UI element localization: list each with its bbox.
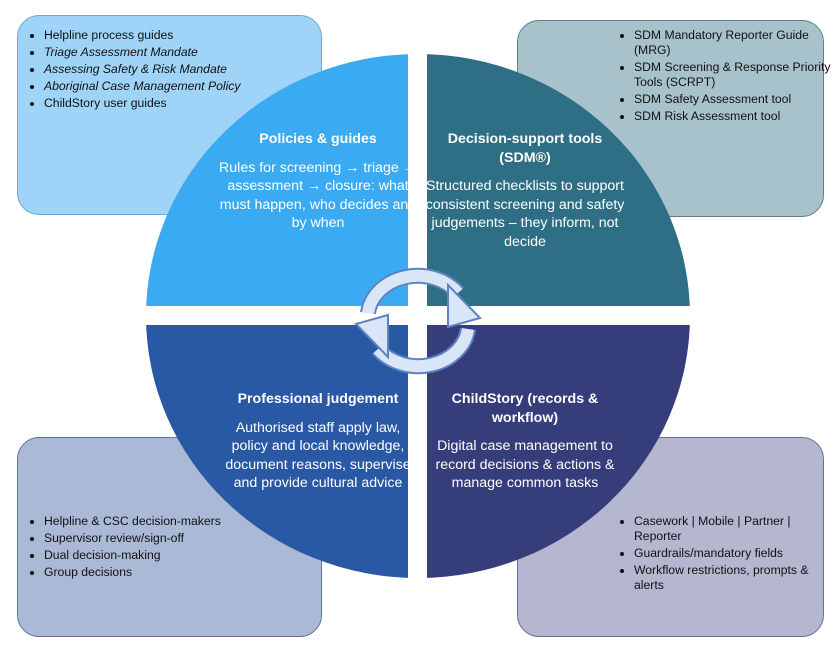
list-item: SDM Safety Assessment tool <box>634 92 834 107</box>
list-item: Group decisions <box>44 565 334 580</box>
judgement-roles-list: Helpline & CSC decision-makers Superviso… <box>28 514 334 582</box>
list-item: Supervisor review/sign-off <box>44 531 334 546</box>
sdm-tools-list: SDM Mandatory Reporter Guide (MRG) SDM S… <box>618 28 834 126</box>
policy-documents-list: Helpline process guides Triage Assessmen… <box>28 28 334 113</box>
childstory-text: ChildStory (records & workflow) Digital … <box>425 390 625 493</box>
list-item: Triage Assessment Mandate <box>44 45 334 60</box>
quadrant-policies <box>146 54 418 316</box>
list-item: Casework | Mobile | Partner | Reporter <box>634 514 834 544</box>
policies-body: Rules for screening → triage → assessmen… <box>219 159 417 232</box>
quadrant-childstory <box>418 316 690 578</box>
list-item: SDM Screening & Response Priority Tools … <box>634 60 834 90</box>
list-item: SDM Risk Assessment tool <box>634 109 834 124</box>
list-item: Assessing Safety & Risk Mandate <box>44 62 334 77</box>
professional-body: Authorised staff apply law, policy and l… <box>225 419 411 492</box>
professional-text: Professional judgement Authorised staff … <box>218 390 418 493</box>
list-item: Guardrails/mandatory fields <box>634 546 834 561</box>
list-item: Aboriginal Case Management Policy <box>44 79 334 94</box>
list-item: Dual decision-making <box>44 548 334 563</box>
decision-support-text: Decision-support tools (SDM®) Structured… <box>425 130 625 251</box>
childstory-body: Digital case management to record decisi… <box>435 438 615 491</box>
list-item: Helpline & CSC decision-makers <box>44 514 334 529</box>
list-item: SDM Mandatory Reporter Guide (MRG) <box>634 28 834 58</box>
childstory-title: ChildStory (records & workflow) <box>451 391 599 426</box>
list-item: Helpline process guides <box>44 28 334 43</box>
decision-support-title: Decision-support tools (SDM®) <box>447 131 603 166</box>
decision-support-body: Structured checklists to support consist… <box>425 178 625 250</box>
cycle-arrows-icon <box>354 267 482 375</box>
quadrant-professional <box>146 316 418 578</box>
list-item: Workflow restrictions, prompts & alerts <box>634 563 834 593</box>
list-item: ChildStory user guides <box>44 96 334 111</box>
childstory-features-list: Casework | Mobile | Partner | Reporter G… <box>618 514 834 595</box>
policies-title: Policies & guides <box>259 131 377 147</box>
policies-text: Policies & guides Rules for screening → … <box>218 130 418 233</box>
professional-title: Professional judgement <box>237 391 399 407</box>
quadrant-decision-support <box>418 54 690 316</box>
